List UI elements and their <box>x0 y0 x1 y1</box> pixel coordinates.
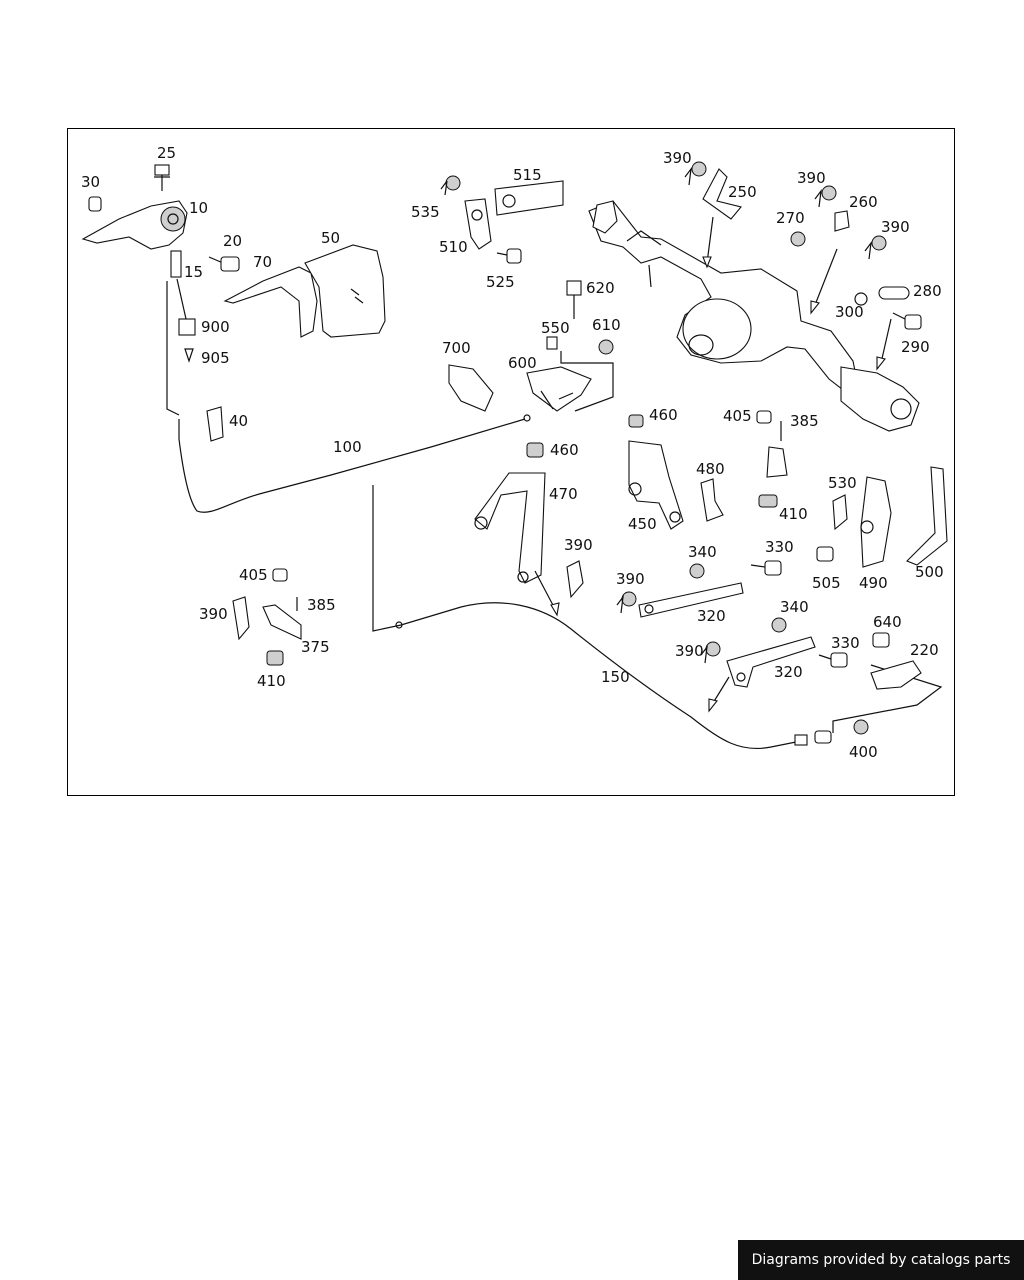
label-340: 340 <box>780 598 809 616</box>
label-470: 470 <box>549 485 578 503</box>
label-390: 390 <box>881 218 910 236</box>
label-390: 390 <box>564 536 593 554</box>
parts-diagram-frame: 25 30 10 20 15 70 50 900 905 40 100 535 … <box>67 128 955 796</box>
label-260: 260 <box>849 193 878 211</box>
label-620: 620 <box>586 279 615 297</box>
console-covers <box>223 244 386 338</box>
label-640: 640 <box>873 613 902 631</box>
label-500: 500 <box>915 563 944 581</box>
label-390: 390 <box>675 642 704 660</box>
label-330: 330 <box>831 634 860 652</box>
label-30: 30 <box>81 173 100 191</box>
label-460: 460 <box>649 406 678 424</box>
part-labels: 25 30 10 20 15 70 50 900 905 40 100 535 … <box>81 144 944 761</box>
label-480: 480 <box>696 460 725 478</box>
label-700: 700 <box>442 339 471 357</box>
label-390: 390 <box>797 169 826 187</box>
label-450: 450 <box>628 515 657 533</box>
cable-100 <box>178 414 531 513</box>
label-320: 320 <box>697 607 726 625</box>
label-270: 270 <box>776 209 805 227</box>
label-515: 515 <box>513 166 542 184</box>
brake-lever-assembly <box>81 164 240 442</box>
label-320: 320 <box>774 663 803 681</box>
label-905: 905 <box>201 349 230 367</box>
label-505: 505 <box>812 574 841 592</box>
label-525: 525 <box>486 273 515 291</box>
label-900: 900 <box>201 318 230 336</box>
tension-rods <box>616 560 848 713</box>
label-460: 460 <box>550 441 579 459</box>
right-brackets <box>756 410 948 568</box>
label-490: 490 <box>859 574 888 592</box>
label-300: 300 <box>835 303 864 321</box>
top-brackets <box>440 175 564 264</box>
label-15: 15 <box>184 263 203 281</box>
label-20: 20 <box>223 232 242 250</box>
label-70: 70 <box>253 253 272 271</box>
label-550: 550 <box>541 319 570 337</box>
intermediate-lever <box>448 280 614 412</box>
label-340: 340 <box>688 543 717 561</box>
label-405: 405 <box>723 407 752 425</box>
label-10: 10 <box>189 199 208 217</box>
label-535: 535 <box>411 203 440 221</box>
label-25: 25 <box>157 144 176 162</box>
label-50: 50 <box>321 229 340 247</box>
label-250: 250 <box>728 183 757 201</box>
label-40: 40 <box>229 412 248 430</box>
label-410: 410 <box>779 505 808 523</box>
label-600: 600 <box>508 354 537 372</box>
label-220: 220 <box>910 641 939 659</box>
label-385: 385 <box>307 596 336 614</box>
cable-150 <box>372 485 943 750</box>
label-150: 150 <box>601 668 630 686</box>
axle-clips <box>684 161 922 371</box>
lower-left-bracket <box>232 568 302 666</box>
exploded-parts-diagram: 25 30 10 20 15 70 50 900 905 40 100 535 … <box>81 144 948 761</box>
label-330: 330 <box>765 538 794 556</box>
label-375: 375 <box>301 638 330 656</box>
label-610: 610 <box>592 316 621 334</box>
label-390: 390 <box>616 570 645 588</box>
label-390: 390 <box>199 605 228 623</box>
credit-badge: Diagrams provided by catalogs parts <box>738 1240 1024 1280</box>
label-290: 290 <box>901 338 930 356</box>
label-400: 400 <box>849 743 878 761</box>
label-385: 385 <box>790 412 819 430</box>
label-280: 280 <box>913 282 942 300</box>
label-405: 405 <box>239 566 268 584</box>
label-530: 530 <box>828 474 857 492</box>
rear-axle <box>588 200 920 432</box>
label-510: 510 <box>439 238 468 256</box>
label-410: 410 <box>257 672 286 690</box>
mount-brackets <box>474 414 724 617</box>
label-390: 390 <box>663 149 692 167</box>
label-100: 100 <box>333 438 362 456</box>
